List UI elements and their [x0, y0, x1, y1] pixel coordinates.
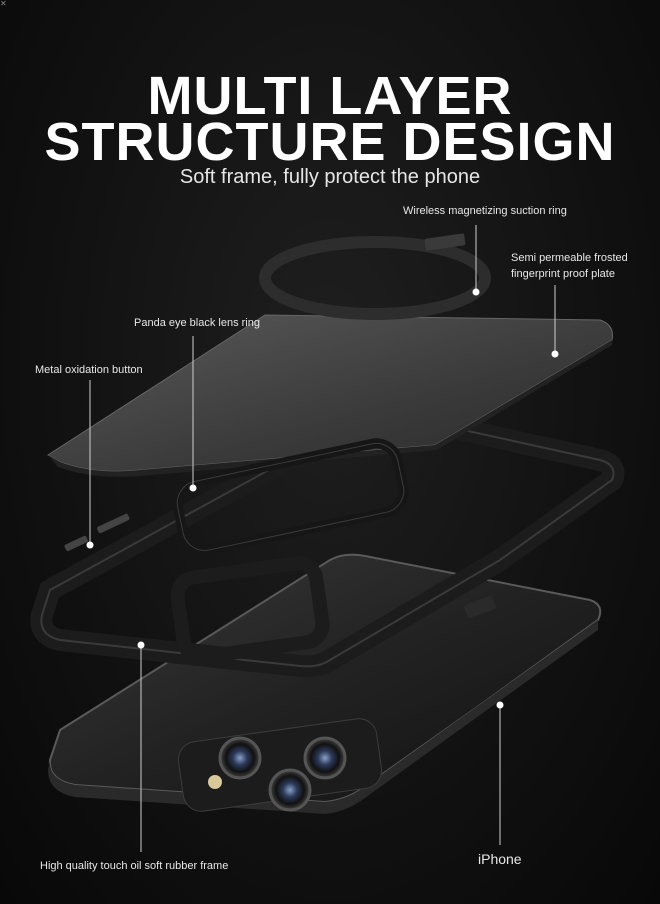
callout-metal-button: Metal oxidation button: [35, 364, 143, 376]
callout-iphone: iPhone: [478, 851, 522, 867]
close-icon: ✕: [0, 0, 7, 8]
callout-frosted-plate-line2: fingerprint proof plate: [511, 268, 615, 280]
callout-lines: [86, 225, 559, 852]
callout-frosted-plate: Semi permeable frosted fingerprint proof…: [511, 250, 641, 282]
callout-wireless-ring: Wireless magnetizing suction ring: [403, 205, 567, 217]
metal-buttons: [64, 513, 130, 552]
callout-frosted-plate-line1: Semi permeable frosted: [511, 252, 628, 264]
iphone-body: [48, 553, 602, 814]
title-line-2: STRUCTURE DESIGN: [44, 112, 616, 172]
callout-rubber-frame: High quality touch oil soft rubber frame: [40, 860, 229, 872]
title-line-1: MULTI LAYER: [147, 66, 513, 126]
lens-ring: [172, 438, 409, 556]
subtitle: Soft frame, fully protect the phone: [179, 166, 481, 188]
callout-lens-ring: Panda eye black lens ring: [134, 317, 260, 329]
magnetic-ring: [259, 233, 491, 320]
